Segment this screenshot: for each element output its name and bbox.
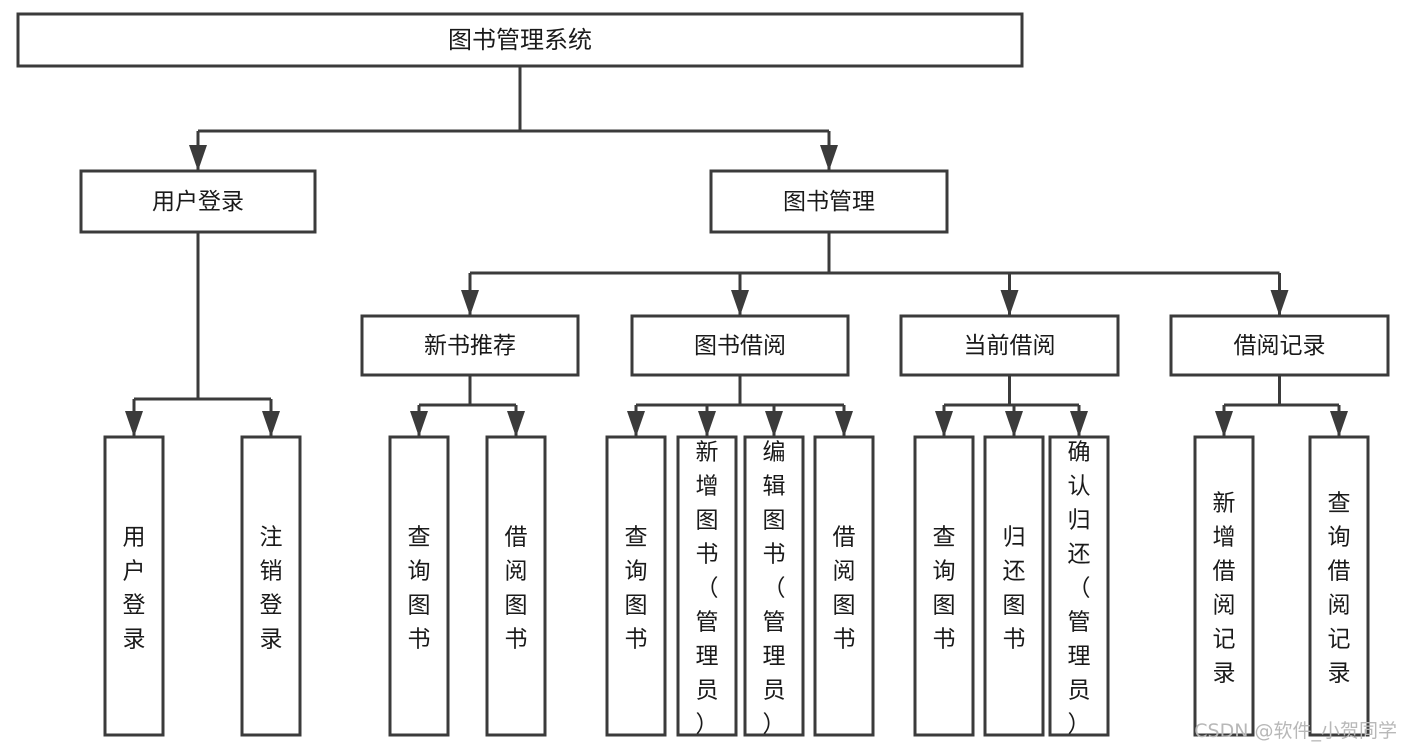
- connector-layer: [125, 66, 1348, 437]
- leaf-box-leaf-user-login: [103, 435, 165, 737]
- leaf-label-leaf-confirm-return: 确认归还（管理员）: [1068, 440, 1091, 738]
- node-label-root: 图书管理系统: [448, 26, 592, 54]
- leaf-box-leaf-user-logout: [240, 435, 302, 737]
- node-label-user-login: 用户登录: [152, 189, 244, 215]
- node-borrow-record[interactable]: 借阅记录: [1169, 314, 1390, 377]
- node-current-borrow[interactable]: 当前借阅: [899, 314, 1120, 377]
- arrow-head-icon: [935, 411, 953, 437]
- leaf-box-leaf-query-record: [1308, 435, 1370, 737]
- arrow-head-icon: [410, 411, 428, 437]
- leaf-label-leaf-return-book: 归还图书: [1003, 525, 1026, 653]
- node-label-new-book-recommend: 新书推荐: [424, 333, 516, 359]
- leaf-label-leaf-borrow-book-2: 借阅图书: [833, 525, 856, 653]
- arrow-head-icon: [731, 290, 749, 316]
- node-box-new-book-recommend: [360, 314, 580, 377]
- leaf-box-leaf-confirm-return: [1048, 435, 1110, 737]
- leaf-box-leaf-add-record: [1193, 435, 1255, 737]
- node-book-manage[interactable]: 图书管理: [709, 169, 949, 234]
- arrow-head-icon: [835, 411, 853, 437]
- arrow-head-icon: [1000, 290, 1019, 316]
- arrow-head-icon: [1330, 411, 1348, 437]
- node-label-current-borrow: 当前借阅: [964, 333, 1056, 359]
- leaf-node-leaf-borrow-book-1[interactable]: 借阅图书: [485, 435, 547, 737]
- leaf-box-leaf-borrow-book-1: [485, 435, 547, 737]
- node-box-current-borrow: [899, 314, 1120, 377]
- node-box-borrow-record: [1169, 314, 1390, 377]
- leaf-node-leaf-borrow-book-2[interactable]: 借阅图书: [813, 435, 875, 737]
- leaf-node-leaf-user-login[interactable]: 用户登录: [103, 435, 165, 737]
- leaf-label-leaf-add-book: 新增图书（管理员）: [696, 440, 719, 738]
- node-box-book-manage: [709, 169, 949, 234]
- arrow-head-icon: [189, 145, 207, 171]
- node-book-borrow[interactable]: 图书借阅: [630, 314, 850, 377]
- leaf-box-leaf-query-book-2: [605, 435, 667, 737]
- node-layer: 图书管理系统用户登录图书管理新书推荐图书借阅当前借阅借阅记录用户登录注销登录查询…: [16, 12, 1390, 738]
- arrow-head-icon: [125, 411, 143, 437]
- leaf-node-leaf-return-book[interactable]: 归还图书: [983, 435, 1045, 737]
- leaf-label-leaf-borrow-book-1: 借阅图书: [505, 525, 528, 653]
- node-label-book-manage: 图书管理: [783, 189, 875, 215]
- leaf-node-leaf-confirm-return[interactable]: 确认归还（管理员）: [1048, 435, 1110, 738]
- leaf-label-leaf-query-book-3: 查询图书: [933, 525, 956, 653]
- leaf-box-leaf-borrow-book-2: [813, 435, 875, 737]
- node-label-book-borrow: 图书借阅: [694, 333, 786, 359]
- node-box-root: [16, 12, 1024, 68]
- arrow-head-icon: [461, 290, 479, 316]
- arrow-head-icon: [262, 411, 280, 437]
- arrow-head-icon: [627, 411, 645, 437]
- node-new-book-recommend[interactable]: 新书推荐: [360, 314, 580, 377]
- arrow-head-icon: [1005, 411, 1023, 437]
- leaf-box-leaf-query-book-3: [913, 435, 975, 737]
- leaf-box-leaf-return-book: [983, 435, 1045, 737]
- node-label-borrow-record: 借阅记录: [1234, 333, 1326, 359]
- arrow-head-icon: [1270, 290, 1289, 316]
- node-box-user-login: [79, 169, 317, 234]
- leaf-node-leaf-query-book-3[interactable]: 查询图书: [913, 435, 975, 737]
- leaf-node-leaf-add-book[interactable]: 新增图书（管理员）: [676, 435, 738, 738]
- node-user-login[interactable]: 用户登录: [79, 169, 317, 234]
- leaf-label-leaf-query-book-2: 查询图书: [625, 525, 648, 653]
- leaf-node-leaf-query-record[interactable]: 查询借阅记录: [1308, 435, 1370, 737]
- leaf-label-leaf-query-record: 查询借阅记录: [1328, 491, 1351, 687]
- arrow-head-icon: [820, 145, 838, 171]
- arrow-head-icon: [1070, 411, 1088, 437]
- arrow-head-icon: [765, 411, 783, 437]
- leaf-node-leaf-query-book-2[interactable]: 查询图书: [605, 435, 667, 737]
- leaf-label-leaf-edit-book: 编辑图书（管理员）: [763, 440, 786, 738]
- leaf-box-leaf-add-book: [676, 435, 738, 737]
- leaf-node-leaf-add-record[interactable]: 新增借阅记录: [1193, 435, 1255, 737]
- leaf-box-leaf-edit-book: [743, 435, 805, 737]
- leaf-label-leaf-user-logout: 注销登录: [260, 525, 283, 653]
- node-box-book-borrow: [630, 314, 850, 377]
- leaf-node-leaf-edit-book[interactable]: 编辑图书（管理员）: [743, 435, 805, 738]
- node-root[interactable]: 图书管理系统: [16, 12, 1024, 68]
- leaf-node-leaf-query-book-1[interactable]: 查询图书: [388, 435, 450, 737]
- leaf-node-leaf-user-logout[interactable]: 注销登录: [240, 435, 302, 737]
- leaf-box-leaf-query-book-1: [388, 435, 450, 737]
- arrow-head-icon: [507, 411, 525, 437]
- leaf-label-leaf-add-record: 新增借阅记录: [1213, 491, 1236, 687]
- leaf-label-leaf-user-login: 用户登录: [123, 525, 146, 653]
- arrow-head-icon: [1215, 411, 1233, 437]
- arrow-head-icon: [698, 411, 716, 437]
- leaf-label-leaf-query-book-1: 查询图书: [408, 525, 431, 653]
